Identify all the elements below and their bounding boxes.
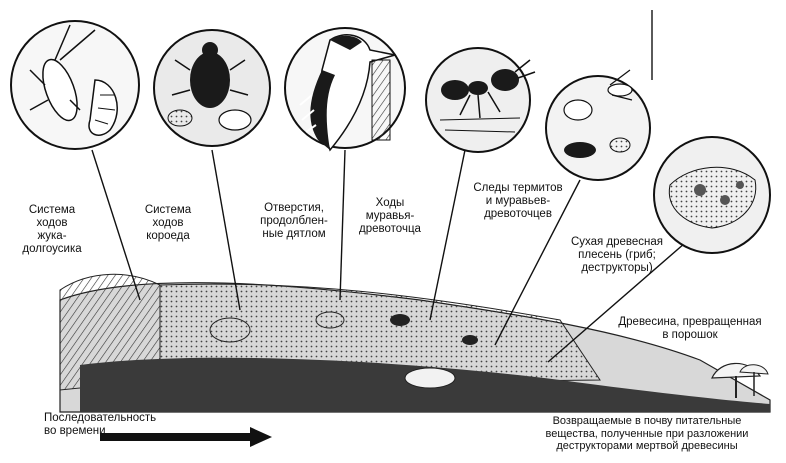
rotting-log: [60, 274, 770, 412]
label-returned-nutrients: Возвращаемые в почву питательные веществ…: [512, 415, 782, 453]
carpenter-ant-icon: [426, 48, 535, 152]
label-woodpecker: Отверстия, продолблен- ные дятлом: [248, 202, 340, 241]
woodpecker-icon: [285, 28, 405, 150]
label-carpenter-ant: Ходы муравья- древоточца: [350, 197, 430, 236]
bark-beetle-icon: [154, 30, 270, 146]
label-time-sequence: Последовательность во времени: [44, 412, 194, 438]
label-dry-rot-fungus: Сухая древесная плесень (гриб; деструкто…: [552, 236, 682, 275]
label-longhorn-beetle: Система ходов жука- долгоусика: [12, 204, 92, 256]
termite-icon: [546, 70, 650, 180]
longhorn-beetle-icon: [11, 21, 139, 149]
label-powdered-wood: Древесина, превращенная в порошок: [600, 316, 780, 342]
label-termites: Следы термитов и муравьев- древоточцев: [458, 182, 578, 221]
label-bark-beetle: Система ходов короеда: [128, 204, 208, 243]
